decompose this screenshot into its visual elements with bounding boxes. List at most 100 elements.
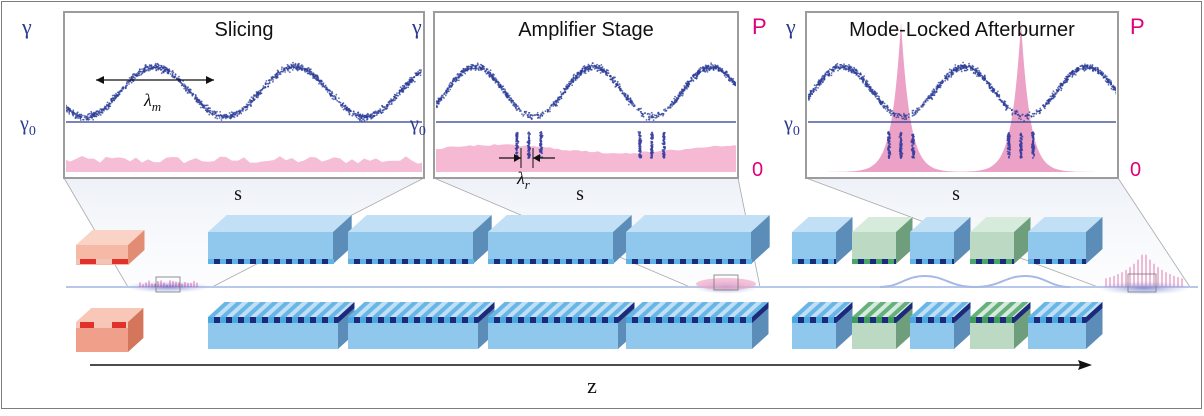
pole [292, 259, 298, 264]
pole [584, 317, 590, 323]
pole-top [488, 302, 511, 317]
amplifier-undulator-top [208, 215, 352, 264]
block-side [128, 308, 144, 352]
panel-plot-area [808, 22, 1116, 172]
block-side [751, 215, 770, 264]
s-axis-label: s [576, 183, 584, 205]
block-top [626, 215, 770, 232]
pole [746, 259, 752, 264]
pole [420, 259, 426, 264]
pole [626, 317, 632, 323]
pole-top [292, 302, 315, 317]
pole [208, 259, 214, 264]
pole-top [734, 302, 757, 317]
pole [662, 259, 668, 264]
phase-space-panels: SlicingγPγ00sλmAmplifier StageγPγ00sλrMo… [19, 11, 1145, 205]
block-side [954, 217, 971, 264]
pole [608, 317, 614, 323]
pole [432, 259, 438, 264]
pole [1040, 259, 1046, 264]
modulator-pole [80, 322, 94, 328]
block-side [896, 217, 913, 264]
pole-top [280, 302, 303, 317]
pole [864, 317, 870, 323]
pole [348, 317, 354, 323]
pole [280, 259, 286, 264]
block-top [910, 217, 971, 232]
electron-bunch-3 [1098, 281, 1190, 295]
pole [268, 259, 274, 264]
pole-top [500, 302, 523, 317]
pole-top [524, 302, 547, 317]
pole [1028, 259, 1034, 264]
pole-top [432, 302, 455, 317]
pole [572, 317, 578, 323]
electron-bunch-1 [126, 281, 210, 293]
pole-top [922, 302, 945, 317]
pole [852, 259, 858, 264]
power-profile [436, 144, 736, 172]
pole [946, 317, 952, 323]
microbunch [637, 131, 667, 159]
pole [970, 317, 976, 323]
modulator-pole [80, 259, 96, 264]
pole-top [408, 302, 431, 317]
pole [444, 259, 450, 264]
pole [548, 317, 554, 323]
gamma0-label: γ0 [19, 113, 36, 139]
pole [548, 259, 554, 264]
pole [934, 259, 940, 264]
amplifier-undulator-bottom [348, 302, 495, 349]
pole [650, 259, 656, 264]
gamma-axis-label: γ [21, 14, 32, 39]
amplifier-undulator-bottom [626, 302, 769, 349]
pole-top [328, 302, 351, 317]
pole [910, 259, 916, 264]
chicane-trajectory [879, 274, 1071, 289]
pole-side [1014, 302, 1031, 323]
gamma-axis-label: γ [411, 14, 422, 39]
block-side [613, 215, 632, 264]
pole-top [746, 302, 769, 317]
pole-side [954, 302, 971, 323]
block-top [76, 308, 144, 322]
pole-top [384, 302, 407, 317]
arrowhead [533, 154, 540, 162]
modulator-pole [112, 322, 126, 328]
pole [792, 317, 798, 323]
pole-strip [910, 317, 954, 323]
pole [560, 259, 566, 264]
undulator-row-bottom [76, 302, 1103, 352]
pole [408, 259, 414, 264]
pole-top [512, 302, 535, 317]
pole [384, 259, 390, 264]
arrowhead [96, 76, 104, 84]
pole [536, 259, 542, 264]
pole [328, 259, 334, 264]
panel-plot-area [436, 62, 736, 172]
zoom-box [155, 276, 181, 293]
pole [804, 259, 810, 264]
pole-side [752, 302, 769, 323]
pole [828, 317, 834, 323]
pole [292, 317, 298, 323]
amplifier-undulator-top [488, 215, 632, 264]
pole-top [970, 302, 993, 317]
panel-frame [805, 11, 1119, 179]
block-side [128, 230, 145, 265]
pole-top [792, 302, 815, 317]
block-front [852, 232, 896, 264]
pole [888, 259, 894, 264]
pole-top [910, 302, 933, 317]
pole-top [946, 302, 969, 317]
pole-side [338, 302, 355, 323]
pole-top [420, 302, 443, 317]
pole-top [982, 302, 1005, 317]
pole [328, 317, 334, 323]
pole [408, 317, 414, 323]
afterburner-undulator-bottom [792, 302, 853, 349]
pole [316, 317, 322, 323]
arrowhead [514, 154, 521, 162]
